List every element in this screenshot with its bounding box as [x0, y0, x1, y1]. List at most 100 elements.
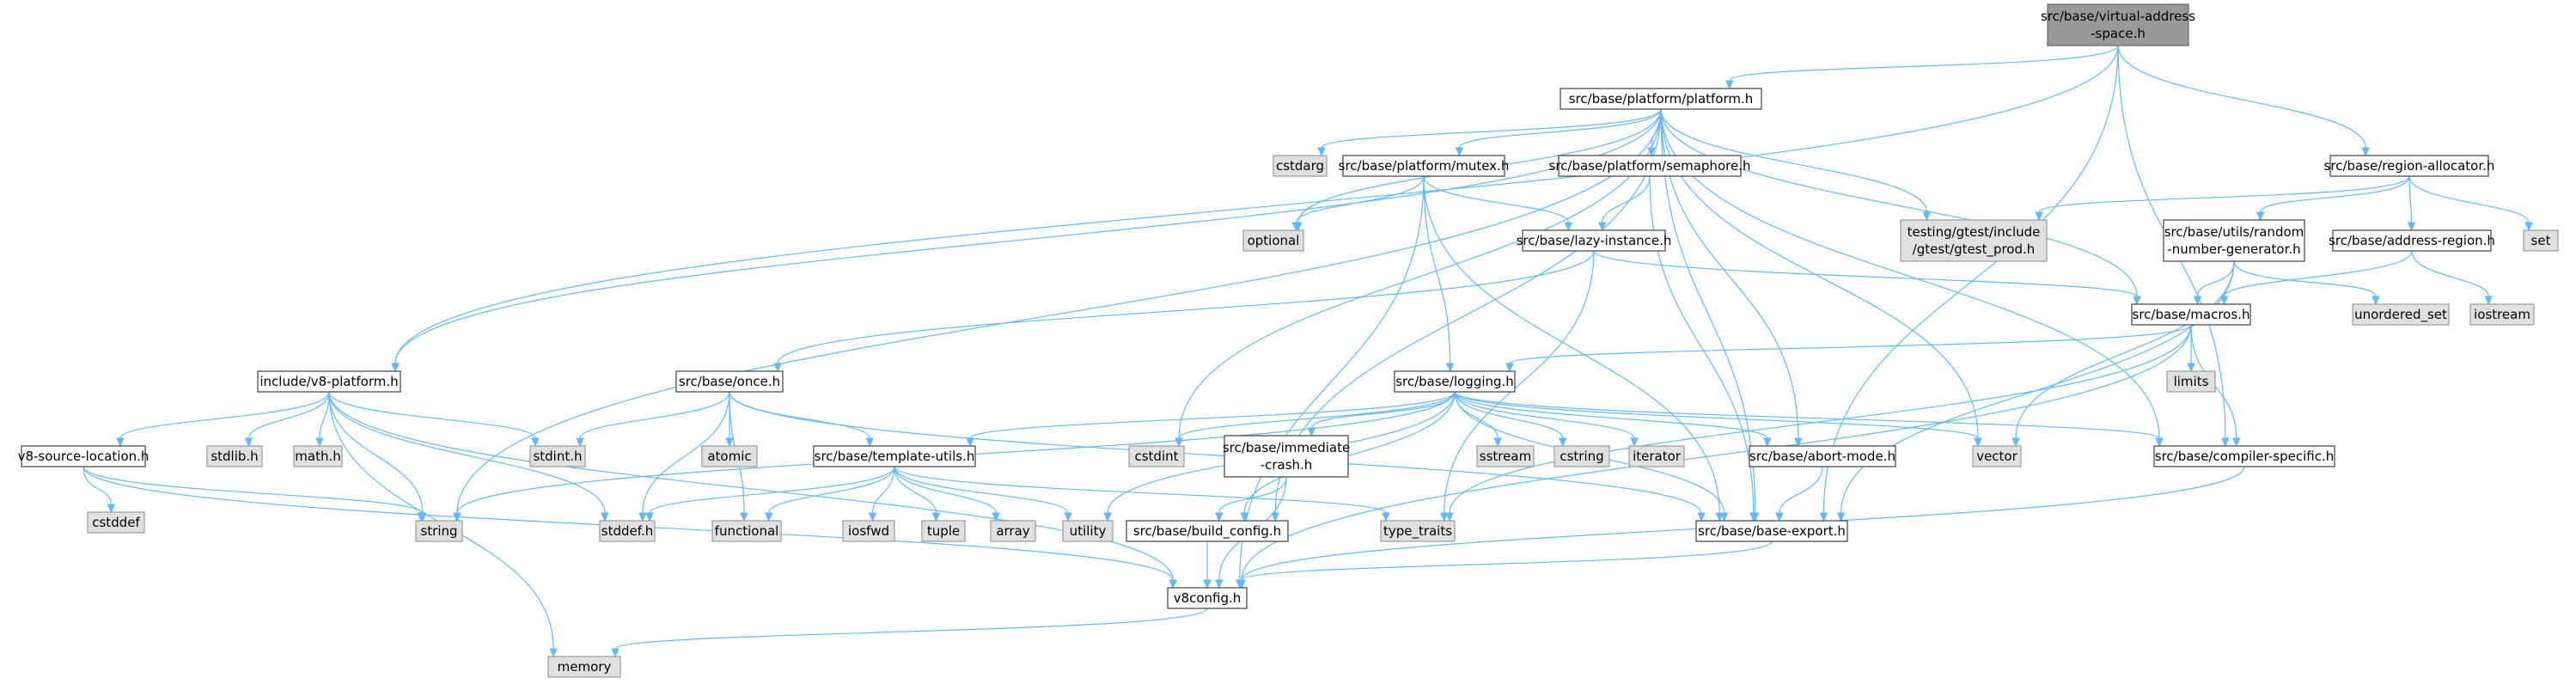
node-mutex[interactable]: src/base/platform/mutex.h — [1339, 155, 1510, 177]
node-box — [599, 520, 656, 542]
edge-macros-to-v8config — [1241, 324, 2192, 581]
node-gtest: testing/gtest/include/gtest/gtest_prod.h — [1900, 219, 2048, 262]
node-array: array — [990, 520, 1036, 542]
node-label: math.h — [295, 449, 340, 464]
arrowhead-mutex-to-lazy — [1564, 222, 1573, 232]
node-immediate[interactable]: src/base/immediate-crash.h — [1223, 435, 1350, 478]
arrowhead-once-to-baseexport — [1697, 512, 1706, 522]
node-compiler[interactable]: src/base/compiler-specific.h — [2153, 445, 2335, 467]
edge-mutex-to-baseexport — [1423, 175, 1720, 514]
arrowhead-logging-to-templateutils — [966, 437, 974, 448]
node-label: stdint.h — [533, 449, 582, 464]
node-set: set — [2523, 229, 2559, 252]
node-box — [1900, 219, 2048, 262]
arrowhead-region-to-random — [2256, 211, 2265, 222]
node-box — [1342, 155, 1505, 177]
arrowhead-region-to-gtest — [2035, 211, 2043, 222]
node-semaphore[interactable]: src/base/platform/semaphore.h — [1549, 155, 1751, 177]
node-unordered_set: unordered_set — [2352, 303, 2450, 326]
edge-v8platform-to-stdlib — [247, 391, 330, 439]
node-abortmode[interactable]: src/base/abort-mode.h — [1749, 445, 1896, 467]
node-box — [2523, 229, 2559, 252]
node-label: iostream — [2474, 307, 2530, 322]
node-iostream: iostream — [2469, 303, 2535, 326]
edge-baseexport-to-v8config — [1241, 540, 1773, 581]
arrowhead-logging-to-baseexport — [1719, 512, 1729, 522]
arrowhead-logging-to-iterator — [1630, 437, 1639, 448]
edge-logging-to-buildconfig — [1243, 391, 1456, 514]
node-addrregion[interactable]: src/base/address-region.h — [2329, 229, 2495, 252]
node-macros[interactable]: src/base/macros.h — [2131, 303, 2251, 326]
arrowhead-v8platform-to-stdlib — [244, 437, 253, 448]
node-lazy[interactable]: src/base/lazy-instance.h — [1517, 229, 1672, 252]
arrowhead-platform-to-gtest — [1922, 211, 1932, 222]
edge-logging-to-cstdint — [1178, 391, 1456, 439]
edge-platform-to-string — [456, 108, 1662, 514]
node-box — [1972, 445, 2022, 467]
node-region[interactable]: src/base/region-allocator.h — [2324, 155, 2495, 177]
arrowhead-v8platform-to-memory — [549, 648, 558, 658]
node-label: src/base/logging.h — [1395, 374, 1514, 389]
node-buildconfig[interactable]: src/base/build_config.h — [1126, 520, 1289, 542]
arrowhead-once-to-stddef — [638, 512, 647, 522]
arrowhead-v8config-to-memory — [611, 648, 620, 658]
edge-random-to-vector — [2015, 260, 2235, 439]
arrowhead-lazy-to-macros — [2133, 296, 2141, 306]
node-box — [21, 445, 146, 467]
node-logging[interactable]: src/base/logging.h — [1394, 370, 1516, 393]
node-v8config[interactable]: v8config.h — [1167, 587, 1248, 609]
node-label: tuple — [927, 523, 960, 539]
node-v8srcloc[interactable]: v8-source-location.h — [18, 445, 150, 467]
node-box — [1380, 520, 1456, 542]
node-memory: memory — [547, 656, 621, 678]
node-label: src/base/compiler-specific.h — [2155, 449, 2334, 464]
edge-platform-to-cstdarg — [1321, 108, 1662, 149]
node-cstdint: cstdint — [1128, 445, 1185, 467]
header-nodes: src/base/virtual-address-space.hsrc/base… — [18, 3, 2559, 678]
node-label: set — [2531, 233, 2551, 248]
node-label: -space.h — [2091, 26, 2146, 41]
edge-logging-to-templateutils — [969, 391, 1456, 439]
arrowhead-v8platform-to-v8srcloc — [116, 437, 125, 448]
arrowhead-once-to-stdint — [576, 437, 584, 448]
node-label: vector — [1976, 449, 2017, 464]
arrowhead-logging-to-cstdint — [1175, 437, 1183, 448]
node-platform[interactable]: src/base/platform/platform.h — [1560, 88, 1762, 110]
node-label: optional — [1248, 233, 1300, 248]
node-baseexport[interactable]: src/base/base-export.h — [1695, 520, 1848, 542]
arrowhead-logging-to-abortmode — [1763, 437, 1772, 448]
node-label: src/base/macros.h — [2133, 307, 2250, 322]
node-box — [257, 370, 401, 393]
node-v8platform[interactable]: include/v8-platform.h — [257, 370, 401, 393]
arrowhead-macros-to-logging — [1505, 363, 1514, 373]
edge-templateutils-to-typetraits — [894, 466, 1387, 514]
node-box — [529, 445, 586, 467]
arrowhead-platform-to-buildconfig — [1271, 512, 1279, 522]
arrowhead-buildconfig-to-v8config — [1203, 579, 1212, 589]
node-stdlib: stdlib.h — [206, 445, 263, 467]
edge-macros-to-typetraits — [1449, 324, 2192, 514]
node-box — [1628, 445, 1685, 467]
node-label: src/base/region-allocator.h — [2324, 158, 2495, 174]
node-label: src/base/virtual-address — [2041, 9, 2195, 24]
node-templateutils[interactable]: src/base/template-utils.h — [813, 445, 976, 467]
arrowhead-abortmode-to-baseexport — [1775, 512, 1784, 522]
node-random[interactable]: src/base/utils/random-number-generator.h — [2163, 219, 2305, 262]
edge-v8config-to-memory — [614, 608, 1208, 650]
arrowhead-v8srcloc-to-v8config — [1169, 579, 1177, 589]
edge-mutex-to-lazy — [1423, 175, 1569, 223]
edge-logging-to-vector — [1454, 391, 1979, 439]
arrowhead-root-to-baseexport — [1819, 512, 1828, 522]
arrowhead-templateutils-to-array — [992, 512, 1000, 522]
edge-semaphore-to-lazy — [1602, 175, 1651, 223]
node-box — [2047, 3, 2189, 46]
edge-templateutils-to-tuple — [894, 466, 937, 514]
node-label: type_traits — [1383, 523, 1452, 540]
node-box — [2153, 445, 2335, 467]
node-once[interactable]: src/base/once.h — [675, 370, 784, 393]
arrowhead-templateutils-to-functional — [765, 512, 773, 522]
node-label: /gtest/gtest_prod.h — [1913, 241, 2036, 258]
arrowhead-logging-to-immediate — [1307, 427, 1316, 437]
edge-logging-to-sstream — [1454, 391, 1499, 439]
node-root[interactable]: src/base/virtual-address -space.h — [2041, 3, 2195, 46]
